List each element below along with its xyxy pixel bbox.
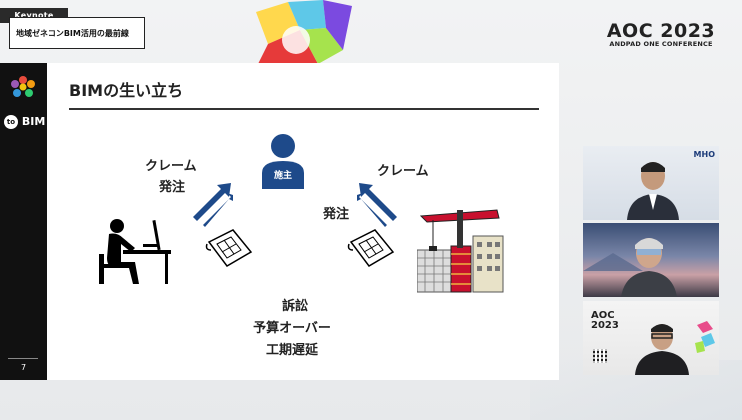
speaker-video-2 — [583, 223, 719, 297]
event-mini-logo-line2: 2023 — [591, 320, 619, 331]
construction-site-icon — [417, 209, 504, 293]
page-number: 7 — [20, 363, 27, 372]
flower-logo-icon — [11, 76, 35, 97]
speaker-figure — [627, 162, 679, 220]
right-order-label: 発注 — [323, 207, 350, 222]
speaker-figure — [635, 324, 689, 375]
title-rule — [69, 108, 539, 110]
presentation-slide: BIMの生い立ち 施主 クレーム 発注 クレーム 発注 — [47, 63, 559, 380]
designer-at-desk-icon — [99, 219, 171, 284]
tobim-logo: to BIM — [4, 115, 45, 129]
tobim-circle: to — [4, 115, 18, 129]
speaker-figure — [583, 238, 677, 297]
issue-budget-overrun: 予算オーバー — [253, 321, 331, 336]
owner-label: 施主 — [273, 171, 292, 181]
right-claim-label: クレーム — [377, 164, 429, 179]
owner-person-icon — [262, 134, 304, 189]
blueprint-document-icon — [347, 229, 395, 267]
decorative-cubes-icon — [695, 321, 715, 353]
issue-schedule-delay: 工期遅延 — [265, 343, 318, 358]
event-logo-sub: ANDPAD ONE CONFERENCE — [609, 40, 713, 48]
left-claim-label: クレーム — [145, 159, 197, 174]
event-mini-logo-line1: AOC — [591, 310, 615, 321]
company-logo: MHO — [693, 150, 715, 159]
speaker-video-3: AOC 2023 — [583, 301, 719, 375]
slide-sidebar: to BIM 7 — [0, 63, 47, 380]
issue-lawsuit: 訴訟 — [281, 299, 308, 314]
speaker-video-1: MHO — [583, 146, 719, 220]
event-mini-logo: AOC 2023 — [591, 311, 619, 331]
blueprint-document-icon — [205, 229, 253, 267]
qr-code-overlay — [593, 349, 607, 363]
event-logo: AOC 2023 ANDPAD ONE CONFERENCE — [596, 20, 726, 48]
divider — [8, 358, 38, 359]
event-logo-main: AOC 2023 — [606, 20, 716, 42]
tobim-text: BIM — [21, 115, 46, 128]
slide-title: BIMの生い立ち — [69, 81, 184, 100]
decorative-graphic — [248, 0, 358, 64]
session-title: 地域ゼネコンBIM活用の最前線 — [9, 17, 145, 49]
exchange-arrows-left-icon — [193, 183, 233, 227]
left-order-label: 発注 — [159, 180, 186, 195]
exchange-arrows-right-icon — [357, 183, 397, 227]
